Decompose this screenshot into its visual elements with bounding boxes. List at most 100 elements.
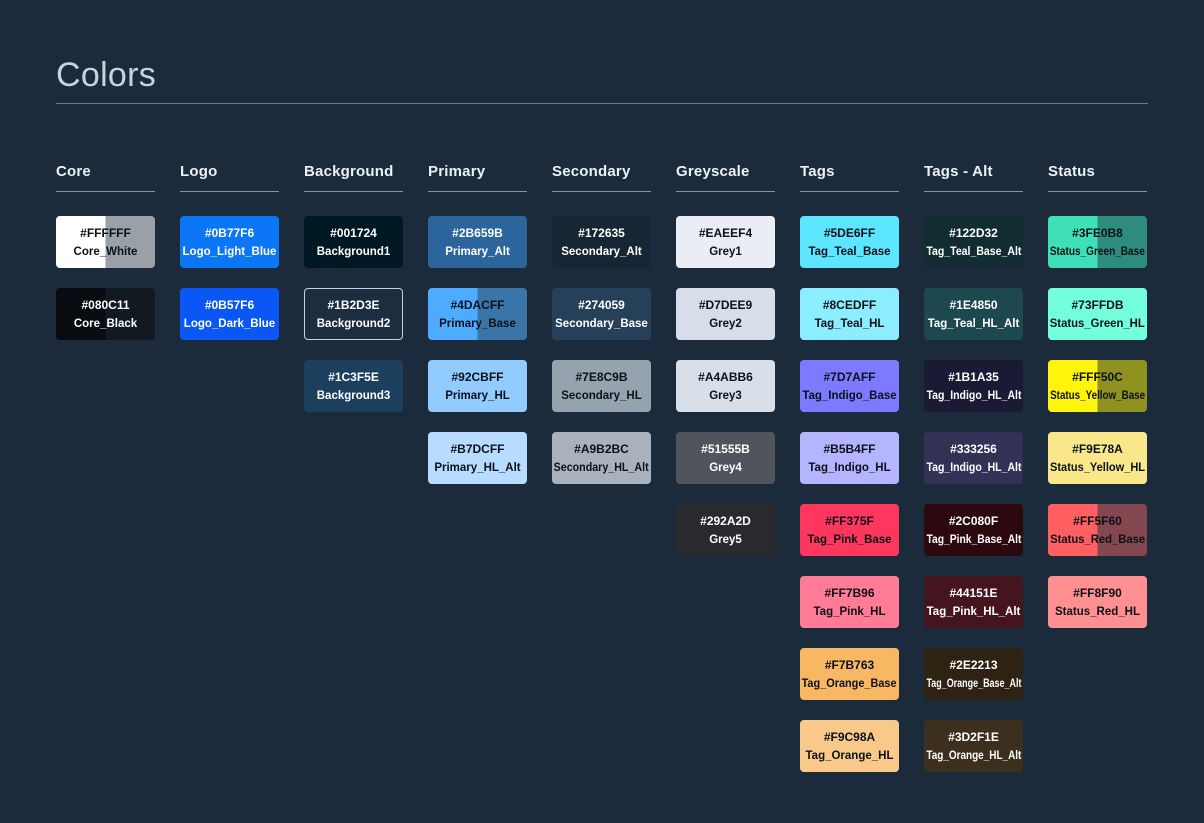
color-swatch: #73FFDB Status_Green_HL (1048, 288, 1147, 340)
swatch-hex: #122D32 (949, 226, 998, 240)
swatch-hex: #B5B4FF (823, 442, 876, 456)
swatch-hex: #5DE6FF (823, 226, 876, 240)
swatch-hex: #2E2213 (949, 658, 998, 672)
swatch-name: Grey3 (709, 390, 742, 402)
swatch-name: Background1 (316, 246, 391, 258)
swatch-name: Tag_Indigo_HL (808, 462, 891, 474)
swatch-name: Tag_Indigo_HL_Alt (926, 462, 1021, 474)
swatch-name: Status_Green_Base (1050, 246, 1146, 258)
swatch-name: Grey1 (709, 246, 742, 258)
swatch-name: Tag_Teal_HL_Alt (927, 318, 1020, 330)
swatch-name: Tag_Pink_HL (813, 606, 886, 618)
swatch-name: Logo_Dark_Blue (183, 318, 276, 330)
color-swatch: #7D7AFF Tag_Indigo_Base (800, 360, 899, 412)
swatch-hex: #1B2D3E (327, 298, 380, 312)
title-divider (56, 103, 1148, 104)
color-swatch: #2B659B Primary_Alt (428, 216, 527, 268)
swatch-name: Core_White (73, 246, 138, 258)
swatch-hex: #0B57F6 (204, 298, 255, 312)
swatch-hex: #3D2F1E (948, 730, 999, 744)
swatch-hex: #2C080F (948, 514, 999, 528)
swatch-name: Grey5 (709, 534, 742, 546)
swatch-hex: #73FFDB (1071, 298, 1124, 312)
color-swatch: #5DE6FF Tag_Teal_Base (800, 216, 899, 268)
swatch-hex: #2B659B (452, 226, 503, 240)
swatch-hex: #FF375F (825, 514, 874, 528)
swatch-name: Tag_Teal_Base (808, 246, 891, 258)
swatch-hex: #274059 (578, 298, 625, 312)
column-header: Core (56, 163, 155, 192)
swatch-hex: #F9C98A (823, 730, 876, 744)
column-header: Greyscale (676, 163, 775, 192)
color-swatch: #1B2D3E Background2 (304, 288, 403, 340)
swatch-name: Status_Yellow_Base (1050, 390, 1146, 402)
swatch-hex: #FFFFFF (80, 226, 131, 240)
swatch-name: Tag_Orange_HL (805, 750, 894, 762)
swatch-hex: #51555B (701, 442, 750, 456)
swatch-name: Core_Black (73, 318, 138, 330)
page-title: Colors (56, 56, 157, 94)
swatch-name: Secondary_HL_Alt (554, 462, 650, 474)
column-header: Primary (428, 163, 527, 192)
swatch-hex: #FF7B96 (824, 586, 875, 600)
palette-column-primary: Primary #2B659B Primary_Alt #4DACFF Primary_… (428, 163, 527, 792)
swatch-hex: #D7DEE9 (698, 298, 753, 312)
swatch-hex: #7E8C9B (575, 370, 628, 384)
swatch-hex: #001724 (330, 226, 377, 240)
swatch-name: Secondary_Alt (561, 246, 642, 258)
swatch-hex: #B7DCFF (450, 442, 505, 456)
swatch-hex: #0B77F6 (204, 226, 255, 240)
swatch-hex: #F9E78A (1072, 442, 1123, 456)
swatch-hex: #4DACFF (450, 298, 505, 312)
swatch-hex: #92CBFF (451, 370, 504, 384)
column-header: Status (1048, 163, 1147, 192)
swatch-hex: #FFF50C (1072, 370, 1123, 384)
swatch-hex: #172635 (578, 226, 625, 240)
swatch-name: Secondary_HL (561, 390, 642, 402)
swatch-hex: #FF8F90 (1073, 586, 1122, 600)
color-swatch: #FFFFFF Core_White (56, 216, 155, 268)
swatch-name: Background3 (316, 390, 391, 402)
swatch-name: Primary_Base (439, 318, 516, 330)
color-swatch: #F9C98A Tag_Orange_HL (800, 720, 899, 772)
swatch-name: Tag_Indigo_Base (802, 390, 897, 402)
swatch-name: Secondary_Base (555, 318, 648, 330)
swatch-name: Tag_Pink_HL_Alt (926, 606, 1021, 618)
swatch-hex: #A9B2BC (574, 442, 629, 456)
swatch-hex: #292A2D (700, 514, 751, 528)
swatch-name: Background2 (316, 318, 391, 330)
swatch-name: Status_Green_HL (1049, 318, 1145, 330)
swatch-name: Primary_Alt (445, 246, 510, 258)
color-swatch: #7E8C9B Secondary_HL (552, 360, 651, 412)
color-swatch: #A9B2BC Secondary_HL_Alt (552, 432, 651, 484)
swatch-hex: #1B1A35 (948, 370, 999, 384)
column-header: Logo (180, 163, 279, 192)
swatch-name: Grey2 (709, 318, 742, 330)
swatch-hex: #7D7AFF (823, 370, 876, 384)
